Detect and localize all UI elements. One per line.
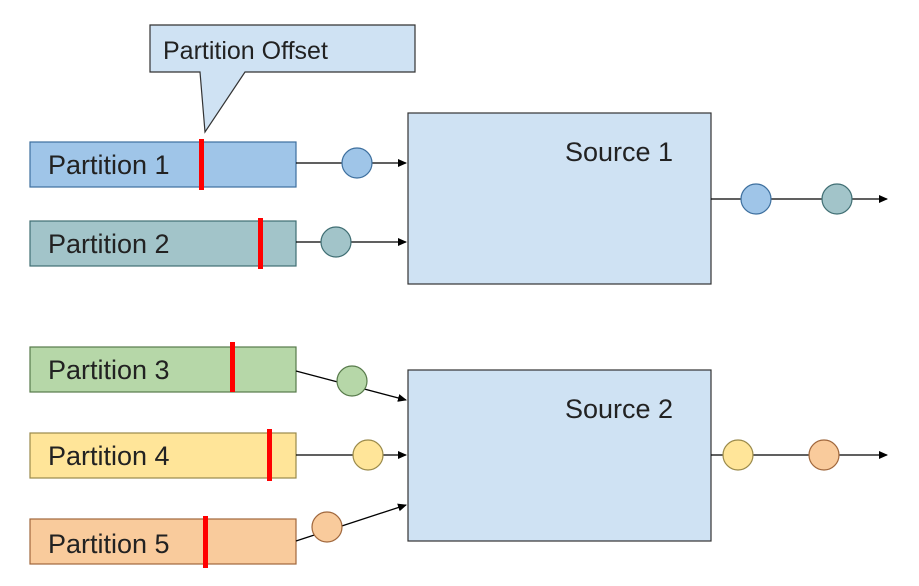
source-1-box <box>407 112 712 285</box>
partition-5: Partition 5 <box>29 516 297 568</box>
partition-2: Partition 2 <box>29 218 297 269</box>
partition-4-record-dot <box>352 439 384 471</box>
source-1-output-dot-blue <box>740 183 772 215</box>
partition-4-offset-marker <box>267 429 272 481</box>
partition-2-label: Partition 2 <box>48 229 170 259</box>
partition-2-box <box>29 220 297 267</box>
partition-1: Partition 1 <box>29 139 297 190</box>
partition-3-record-dot <box>336 365 368 397</box>
source-2-box <box>407 369 712 542</box>
partition-4-label: Partition 4 <box>48 441 170 471</box>
partition-4-box <box>29 432 297 479</box>
partition-offset-callout: Partition Offset <box>149 24 416 134</box>
source-1-label: Source 1 <box>565 137 673 167</box>
callout-label: Partition Offset <box>163 37 328 65</box>
source-1-output-dot-teal <box>821 183 853 215</box>
partition-4: Partition 4 <box>29 429 297 481</box>
source-2-output-dot-orange <box>808 439 840 471</box>
source-2-output-dot-yellow <box>722 439 754 471</box>
partition-5-box <box>29 518 297 565</box>
partition-3-offset-marker <box>230 342 235 392</box>
source-2: Source 2 <box>407 369 712 542</box>
partition-3-box <box>29 346 297 393</box>
partition-1-box <box>29 141 297 188</box>
partition-2-offset-marker <box>258 218 263 269</box>
callout-shape <box>149 24 416 134</box>
partition-1-offset-marker <box>199 139 204 190</box>
partition-5-offset-marker <box>203 516 208 568</box>
partition-5-label: Partition 5 <box>48 529 170 559</box>
source-2-label: Source 2 <box>565 394 673 424</box>
partition-3-label: Partition 3 <box>48 355 170 385</box>
source-1: Source 1 <box>407 112 712 285</box>
partition-3: Partition 3 <box>29 342 297 393</box>
partition-1-label: Partition 1 <box>48 150 170 180</box>
partition-2-record-dot <box>320 226 352 258</box>
partition-1-record-dot <box>341 147 373 179</box>
partition-5-record-dot <box>311 511 343 543</box>
